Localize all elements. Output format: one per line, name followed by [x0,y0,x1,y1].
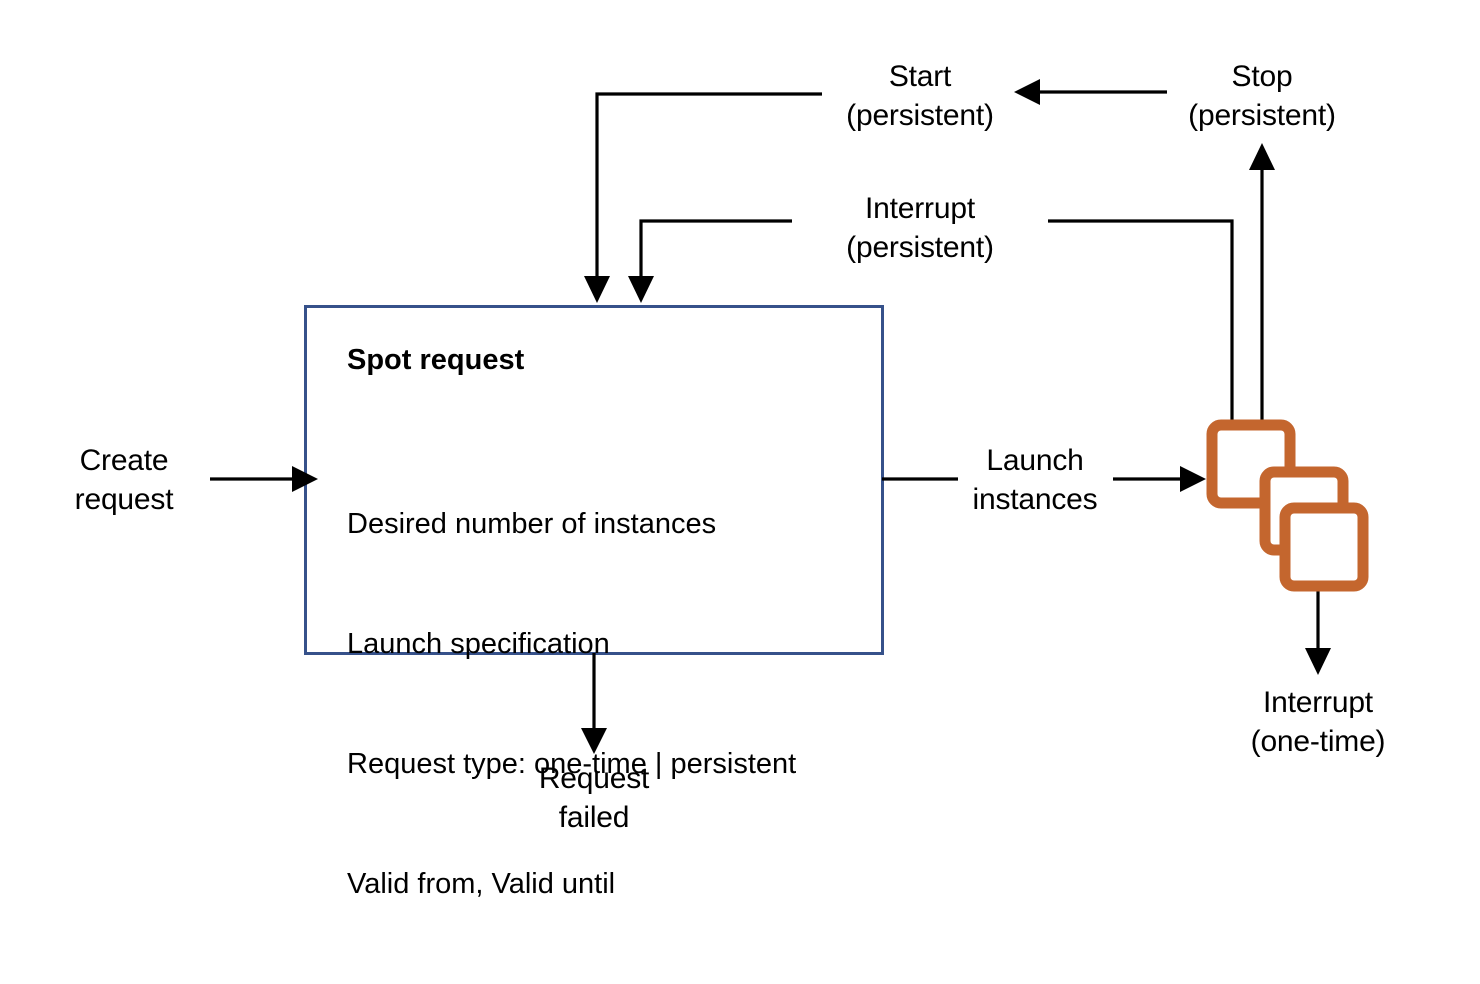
spot-request-detail-line: Valid from, Valid until [347,868,616,900]
edge-start-persistent-to-spot-request [584,92,822,303]
spot-request-box-heading: Spot request [347,344,525,376]
edge-launch-instances-to-instances [1113,466,1206,492]
edge-spot-request-to-request-failed [581,653,607,754]
diagram-canvas [210,79,1369,754]
stacked-instances-icon [1206,419,1369,592]
spot-request-box [304,305,884,655]
edge-stop-persistent-to-start-persistent [1014,79,1167,105]
spot-request-box-details: Desired number of instances Launch speci… [347,424,796,984]
label-stop-persistent: Stop (persistent) [1188,60,1336,132]
label-request-failed: Request failed [538,762,650,834]
spot-request-detail-line: Request type: one-time | persistent [347,748,797,780]
spot-request-detail-line: Desired number of instances [347,508,717,540]
edge-interrupt-persistent-to-spot-request [628,219,792,303]
edge-create-request-to-spot-request [210,466,318,492]
label-interrupt-persistent: Interrupt (persistent) [846,192,994,264]
label-create-request: Create request [74,444,174,516]
label-start-persistent: Start (persistent) [846,60,994,132]
edge-instances-to-stop-persistent [1249,143,1275,420]
spot-request-lifecycle-diagram: Spot request Desired number of instances… [74,60,1386,900]
label-interrupt-one-time: Interrupt (one-time) [1250,686,1386,758]
spot-request-detail-line: Launch specification [347,628,610,660]
edge-instances-to-interrupt-persistent [1048,219,1234,420]
label-launch-instances: Launch instances [972,444,1098,516]
